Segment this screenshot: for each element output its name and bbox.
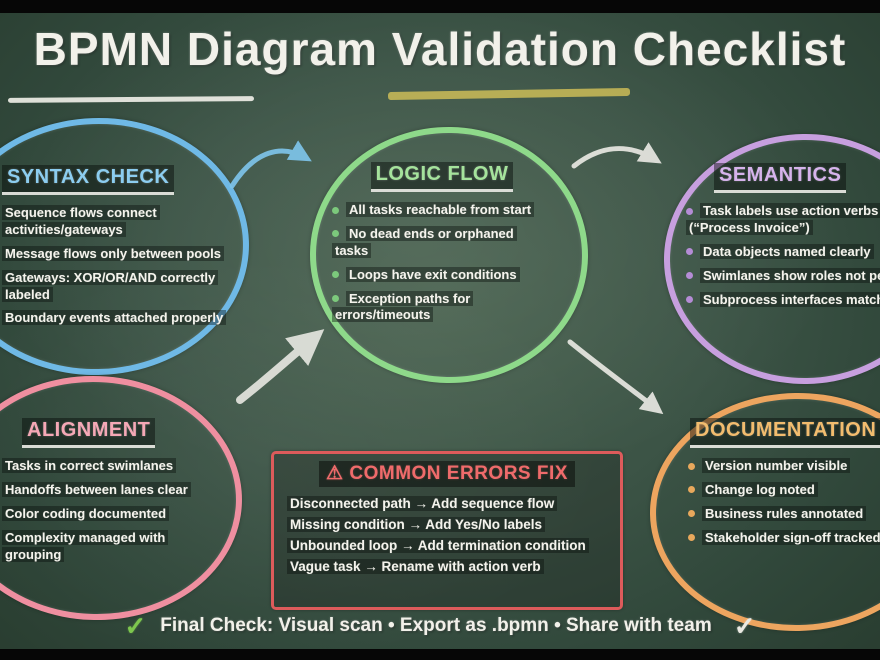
bullet-dot-icon — [332, 230, 339, 238]
section-logic-flow: LOGIC FLOW All tasks reachable from star… — [332, 162, 552, 331]
bullet-dot-icon — [686, 248, 693, 256]
error-fix-item: Disconnected path → Add sequence flow — [287, 496, 620, 511]
section-documentation: DOCUMENTATION Version number visible Cha… — [688, 418, 880, 554]
checklist-item: Tasks in correct swimlanes — [2, 458, 224, 475]
top-black-bar — [0, 0, 880, 13]
logic-flow-list: All tasks reachable from start No dead e… — [332, 202, 552, 324]
checklist-item: Boundary events attached properly — [2, 310, 238, 327]
bottom-black-bar — [0, 649, 880, 660]
warning-icon: ⚠ — [326, 463, 344, 484]
page-title: BPMN Diagram Validation Checklist — [33, 23, 847, 75]
checklist-item: Data objects named clearly — [686, 243, 880, 261]
final-check-row: ✓ Final Check: Visual scan • Export as .… — [0, 613, 880, 639]
error-fix-item: Unbounded loop → Add termination conditi… — [287, 538, 620, 553]
bullet-dot-icon — [686, 272, 693, 280]
common-errors-title: ⚠ COMMON ERRORS FIX — [319, 461, 575, 487]
bullet-dot-icon — [688, 534, 695, 542]
checklist-item: Loops have exit conditions — [332, 266, 552, 284]
arrow-logic-to-documentation — [567, 339, 664, 415]
common-errors-box: ⚠ COMMON ERRORS FIX Disconnected path → … — [271, 451, 623, 610]
white-check-icon: ✓ — [733, 611, 756, 641]
bullet-dot-icon — [332, 206, 339, 214]
title-yellow-highlight — [387, 87, 631, 101]
checklist-item: Color coding documented — [2, 505, 224, 523]
checklist-item: All tasks reachable from start — [332, 202, 552, 219]
documentation-list: Version number visible Change log noted … — [688, 458, 880, 547]
checklist-item: Handoffs between lanes clear — [2, 481, 224, 499]
final-check-text: Final Check: Visual scan • Export as .bp… — [160, 615, 712, 636]
common-errors-list: Disconnected path → Add sequence flow Mi… — [287, 496, 620, 574]
syntax-check-list: Sequence flows connect activities/gatewa… — [2, 205, 238, 327]
logic-flow-title: LOGIC FLOW — [370, 162, 514, 192]
checklist-item: No dead ends or orphaned tasks — [332, 225, 552, 260]
alignment-title: ALIGNMENT — [22, 418, 156, 448]
error-fix-item: Missing condition → Add Yes/No labels — [287, 517, 620, 532]
documentation-title: DOCUMENTATION — [690, 418, 880, 448]
checklist-item: Change log noted — [688, 481, 880, 499]
title-underline — [7, 96, 255, 103]
checklist-item: Subprocess interfaces match — [686, 291, 880, 309]
green-check-icon: ✓ — [124, 611, 147, 641]
bullet-dot-icon — [688, 486, 695, 494]
section-semantics: SEMANTICS Task labels use action verbs (… — [686, 163, 880, 315]
alignment-list: Tasks in correct swimlanes Handoffs betw… — [2, 458, 224, 563]
bullet-dot-icon — [332, 295, 339, 303]
checklist-item: Business rules annotated — [688, 505, 880, 523]
error-fix-item: Vague task → Rename with action verb — [287, 559, 620, 574]
arrow-syntax-to-logic — [229, 140, 312, 189]
checklist-item: Stakeholder sign-off tracked — [688, 529, 880, 547]
bullet-dot-icon — [332, 271, 339, 279]
section-syntax-check: SYNTAX CHECK Sequence flows connect acti… — [2, 165, 238, 334]
bullet-dot-icon — [686, 207, 693, 215]
checklist-item: Version number visible — [688, 458, 880, 475]
checklist-item: Complexity managed with grouping — [2, 529, 224, 564]
arrow-alignment-to-logic — [236, 329, 325, 404]
syntax-check-title: SYNTAX CHECK — [2, 165, 175, 195]
checklist-item: Message flows only between pools — [2, 245, 238, 263]
arrow-logic-to-semantics — [571, 142, 662, 169]
semantics-title: SEMANTICS — [714, 163, 847, 193]
section-alignment: ALIGNMENT Tasks in correct swimlanes Han… — [2, 418, 224, 570]
bullet-dot-icon — [686, 296, 693, 304]
checklist-item: Sequence flows connect activities/gatewa… — [2, 205, 238, 239]
bullet-dot-icon — [688, 462, 695, 470]
bullet-dot-icon — [688, 510, 695, 518]
semantics-list: Task labels use action verbs (“Process I… — [686, 203, 880, 308]
checklist-item: Gateways: XOR/OR/AND correctly labeled — [2, 269, 238, 304]
checklist-item: Exception paths for errors/timeouts — [332, 290, 552, 325]
checklist-item: Swimlanes show roles not people — [686, 267, 880, 285]
checklist-item: Task labels use action verbs (“Process I… — [686, 203, 880, 237]
